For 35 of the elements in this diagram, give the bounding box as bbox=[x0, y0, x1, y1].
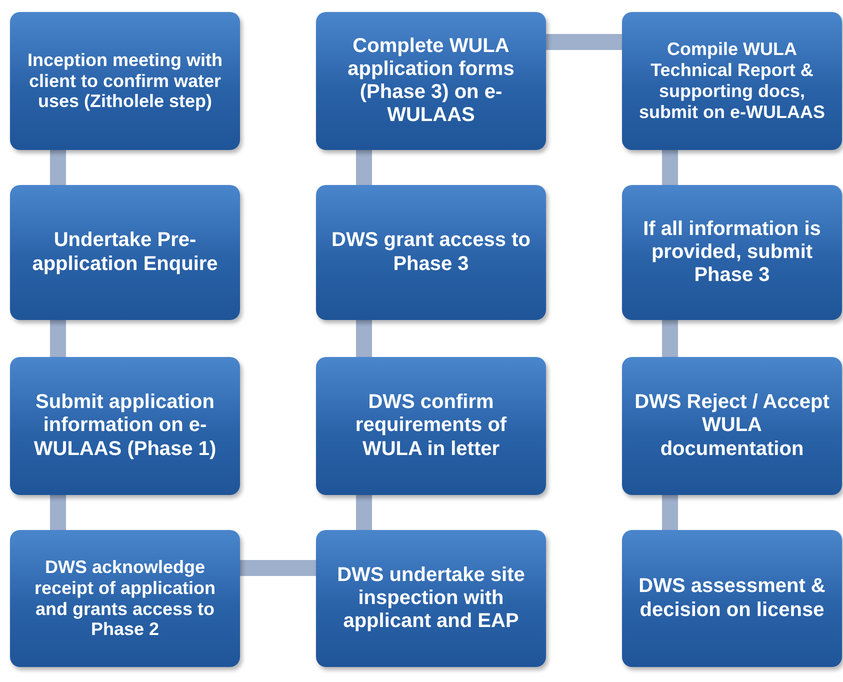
process-box bbox=[10, 12, 240, 150]
box-text: DWS acknowledge receipt of application and grants access to Phase 2 bbox=[33, 556, 217, 640]
process-box bbox=[622, 357, 842, 495]
box-text: DWS confirm requirements of WULA in letter bbox=[354, 391, 508, 461]
process-box bbox=[316, 357, 546, 495]
box-text: Submit application information on e-WULAAS (Phase 1) bbox=[32, 391, 218, 461]
box-text: DWS grant access to Phase 3 bbox=[330, 229, 532, 276]
process-box bbox=[622, 12, 842, 150]
process-box bbox=[316, 530, 546, 667]
connector bbox=[356, 495, 372, 530]
connector bbox=[662, 495, 678, 530]
process-box bbox=[622, 530, 842, 667]
connector bbox=[662, 150, 678, 185]
box-text: Inception meeting with client to confirm water uses (Zitholele step) bbox=[26, 50, 224, 112]
process-box bbox=[316, 185, 546, 320]
connector bbox=[356, 150, 372, 185]
connector bbox=[50, 150, 66, 185]
connector bbox=[240, 560, 316, 576]
box-text: Compile WULA Technical Report & supporting docs, submit on e-WULAAS bbox=[638, 39, 826, 123]
process-box bbox=[10, 530, 240, 667]
process-box bbox=[622, 185, 842, 320]
box-text: DWS assessment & decision on license bbox=[638, 575, 826, 622]
connector bbox=[50, 495, 66, 530]
process-box bbox=[316, 12, 546, 150]
box-text: Undertake Pre-application Enquire bbox=[31, 229, 219, 276]
connector bbox=[50, 320, 66, 357]
connector bbox=[356, 320, 372, 357]
box-text: DWS undertake site inspection with applicant and EAP bbox=[336, 564, 526, 634]
process-box bbox=[10, 357, 240, 495]
process-box bbox=[10, 185, 240, 320]
box-text: If all information is provided, submit Phase 3 bbox=[642, 218, 822, 288]
connector bbox=[662, 320, 678, 357]
connector bbox=[546, 34, 622, 50]
box-text: Complete WULA application forms (Phase 3) on e-WULAAS bbox=[346, 34, 516, 128]
box-text: DWS Reject / Accept WULA documentation bbox=[634, 391, 830, 461]
